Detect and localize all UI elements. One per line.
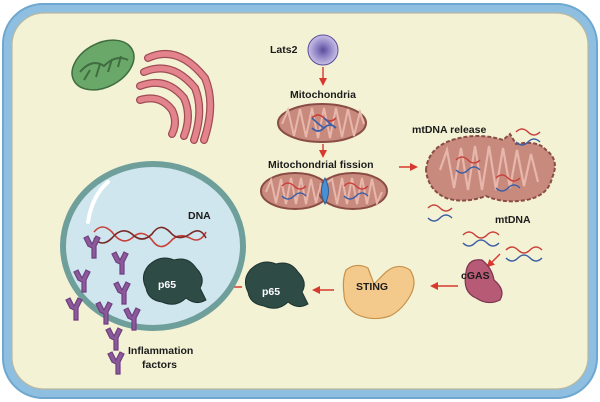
p65-cytoplasm: [244, 261, 309, 309]
sting-protein: [342, 264, 415, 320]
golgi-apparatus: [136, 50, 215, 144]
lats2-protein: [307, 34, 339, 66]
cgas-protein: [464, 259, 503, 304]
fissioning-mitochondria: [260, 172, 388, 210]
p65-nucleus: [142, 257, 207, 305]
sting-label: STING: [356, 281, 388, 293]
released-mtdna: [462, 231, 543, 262]
nuclear-dna: [93, 226, 207, 248]
mitochondria-label: Mitochondria: [290, 89, 356, 101]
lats2-label: Lats2: [270, 44, 298, 56]
p65-cytoplasm-label: p65: [262, 286, 280, 298]
p65-nucleus-label: p65: [158, 279, 176, 291]
mitochondrion: [277, 103, 367, 143]
mitochondrial-fission-label: Mitochondrial fission: [268, 159, 374, 171]
dna-label: DNA: [188, 210, 211, 222]
inflammation-label-line1: Inflammation: [128, 345, 193, 357]
arrow-mtdna-to-cgas: [486, 253, 501, 268]
mtdna-label: mtDNA: [495, 214, 531, 226]
inflammation-factors: [65, 235, 141, 375]
damaged-mitochondrion: [424, 128, 556, 222]
cgas-label: cGAS: [461, 270, 490, 282]
inflammation-label-line2: factors: [142, 359, 177, 371]
endoplasmic-reticulum: [71, 39, 135, 91]
mtdna-release-label: mtDNA release: [412, 124, 486, 136]
